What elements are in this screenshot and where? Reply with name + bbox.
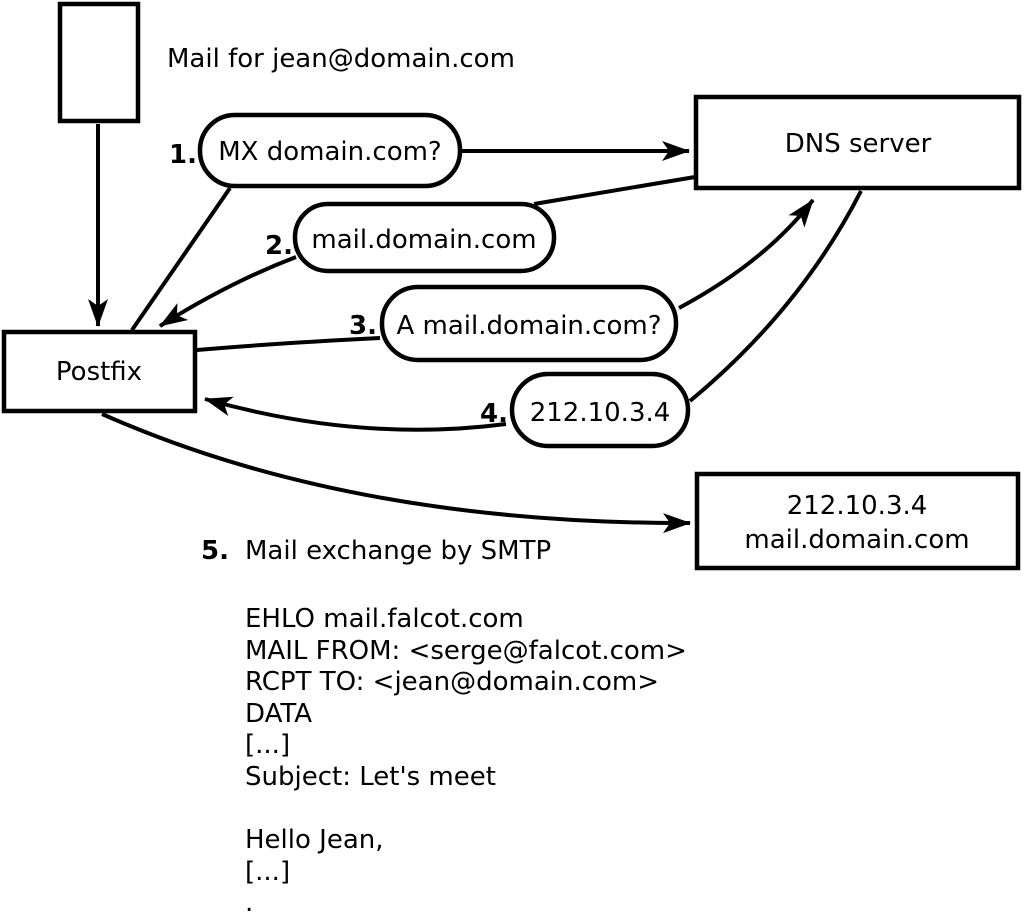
smtp-line: MAIL FROM: <serge@falcot.com> [245,636,687,666]
smtp-line: EHLO mail.falcot.com [245,604,524,634]
mail-server-box [694,471,1021,571]
response-mx-pill [292,201,557,274]
smtp-line: Hello Jean, [245,825,384,855]
response-a-pill [509,371,691,449]
postfix-label: Postfix [56,357,142,387]
step-2-number: 2. [265,231,293,261]
smtp-line: . [245,888,253,918]
smtp-line: [...] [245,857,290,887]
step-2-label: mail.domain.com [311,225,536,255]
arrow-smtp-exchange [101,412,691,534]
postfix-box [1,329,198,414]
line-postfix-to-mx-query [130,186,232,332]
step-3-label: A mail.domain.com? [397,311,662,341]
step-4-number: 4. [480,399,508,429]
mail-server-ip-label: 212.10.3.4 [787,491,928,521]
smtp-line: RCPT TO: <jean@domain.com> [245,667,659,697]
step-5-number: 5. [201,536,229,566]
line-dns-to-a-response [688,190,863,403]
query-mx-pill [197,112,463,189]
smtp-line: DATA [245,699,312,729]
arrow-mx-response-to-postfix [158,255,297,328]
arrow-a-response-to-postfix [204,396,507,432]
mail-for-label: Mail for jean@domain.com [167,44,515,74]
dns-server-box [693,94,1022,191]
step-5-label: Mail exchange by SMTP [245,536,551,566]
arrow-a-query-to-dns [678,198,815,310]
step-1-label: MX domain.com? [218,137,441,167]
smtp-line: [...] [245,730,290,760]
line-dns-to-mx-response [533,175,696,206]
dns-server-label: DNS server [785,129,932,159]
query-a-pill [379,284,679,363]
step-1-number: 1. [169,140,197,170]
smtp-line: Subject: Let's meet [245,762,496,792]
mail-message-box [57,1,141,124]
mail-server-host-label: mail.domain.com [744,525,969,555]
step-3-number: 3. [349,311,377,341]
line-postfix-to-a-query [196,336,381,352]
step-4-label: 212.10.3.4 [530,398,671,428]
